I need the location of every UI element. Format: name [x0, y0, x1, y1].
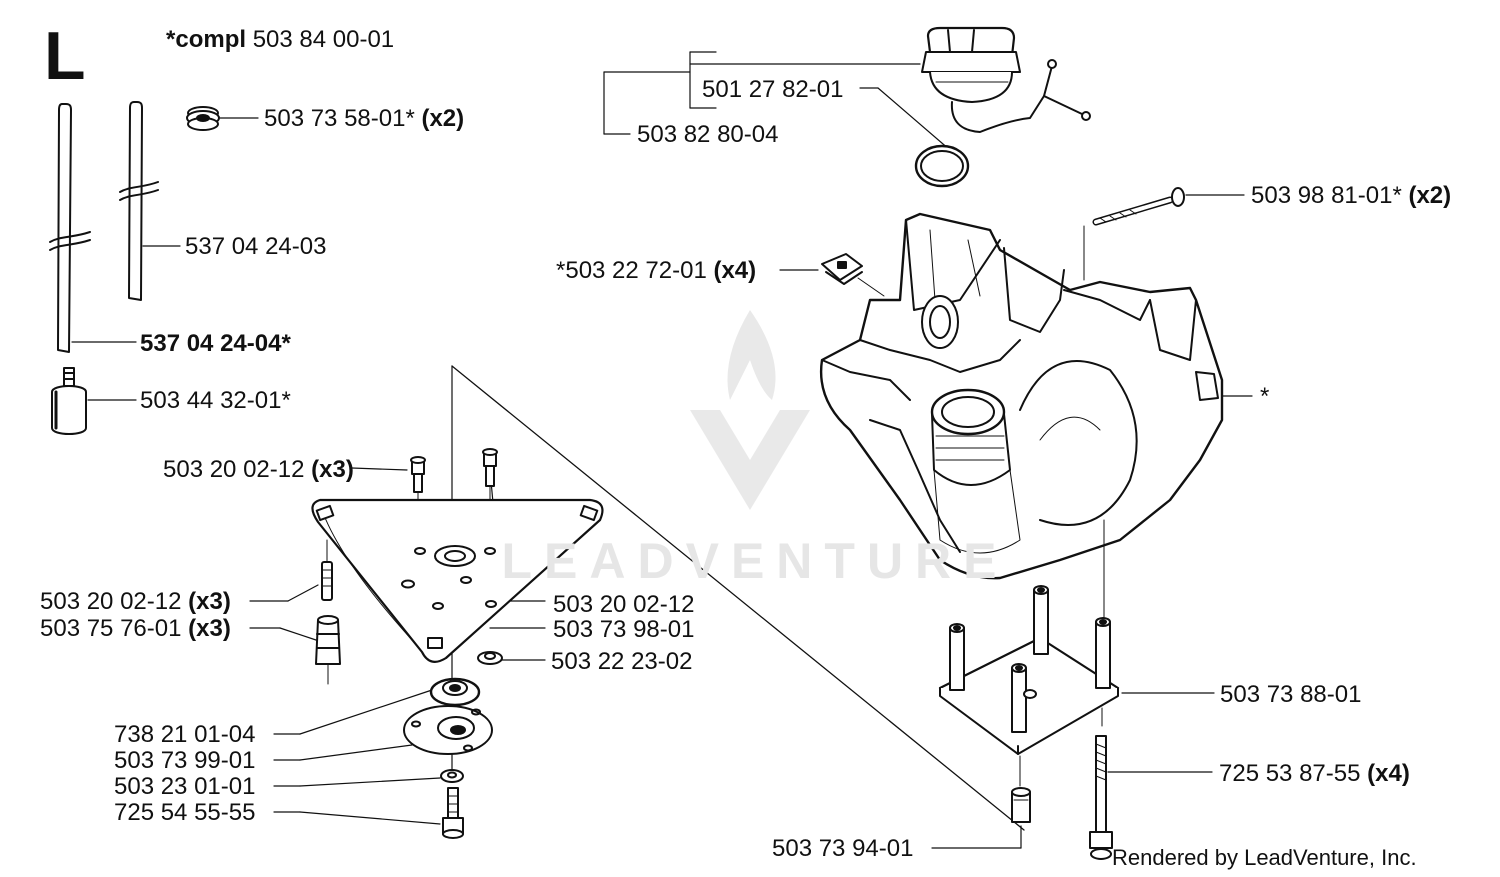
cap-screw: [442, 787, 464, 839]
stud-bolt-left: [321, 539, 333, 601]
part-number: 503 73 99-01: [114, 747, 256, 774]
part-number: 503 73 94-01: [772, 835, 914, 862]
label-503988101[interactable]: 503 98 81-01* (x2): [1251, 183, 1451, 209]
reference-line: [451, 365, 1025, 831]
part-qty: (x4): [713, 257, 757, 284]
label-537042404[interactable]: 537 04 24-04*: [140, 331, 291, 357]
part-number: 503 98 81-01*: [1251, 182, 1402, 209]
part-number: 503 82 80-04: [637, 121, 779, 148]
part-number: *503 22 72-01: [556, 257, 707, 284]
part-qty: (x3): [311, 456, 354, 483]
label-503230101[interactable]: 503 23 01-01: [114, 774, 255, 800]
crankcase-housing: [820, 212, 1253, 619]
label-503739901[interactable]: 503 73 99-01: [114, 748, 255, 774]
label-725545555[interactable]: 725 54 55-55: [114, 800, 255, 826]
label-503443201[interactable]: 503 44 32-01*: [140, 388, 291, 414]
flange-disc: [403, 705, 493, 755]
part-number: 503 73 58-01*: [264, 105, 415, 132]
part-qty: (x3): [188, 615, 231, 642]
label-503739401[interactable]: 503 73 94-01: [772, 836, 913, 862]
triangle-mount-plate: [311, 498, 604, 663]
part-number: 503 75 76-01: [40, 615, 182, 642]
label-503200212-top[interactable]: 503 20 02-12 (x3): [163, 457, 354, 483]
part-number: 537 04 24-04*: [140, 330, 291, 357]
label-503738801[interactable]: 503 73 88-01: [1220, 682, 1361, 708]
part-qty: (x4): [1367, 760, 1410, 787]
mount-stud-2: [1033, 585, 1049, 655]
bearing-part: [429, 677, 481, 707]
label-503739801[interactable]: 503 73 98-01: [553, 617, 694, 643]
part-number: 501 27 82-01: [702, 76, 844, 103]
leadventure-logo-watermark: [690, 310, 810, 510]
washer-lower: [440, 769, 464, 783]
fuel-cap-part: [921, 26, 1091, 133]
part-qty: (x2): [1408, 182, 1452, 209]
label-501278201[interactable]: 501 27 82-01: [702, 77, 843, 103]
part-number: 503 20 02-12: [163, 456, 305, 483]
grommet-part: [186, 106, 220, 131]
leader-lines-cap: [603, 51, 951, 151]
part-number: 503 73 98-01: [553, 616, 695, 643]
section-letter: L: [44, 18, 86, 94]
assembly-prefix: *compl: [166, 26, 247, 53]
fuel-filter-part: [51, 367, 87, 435]
part-number: 725 53 87-55: [1219, 760, 1361, 787]
part-number: 503 20 02-12: [40, 588, 182, 615]
label-503828004[interactable]: 503 82 80-04: [637, 122, 778, 148]
part-number: *: [1260, 383, 1270, 410]
washer-small: [477, 651, 503, 665]
mount-stud-4: [1011, 663, 1037, 733]
label-503757601[interactable]: 503 75 76-01 (x3): [40, 616, 231, 642]
clip-nut-part: [779, 253, 885, 297]
part-number: 503 23 01-01: [114, 773, 256, 800]
fuel-hose-long: [49, 103, 91, 353]
part-number: 503 22 23-02: [551, 648, 693, 675]
label-725538755[interactable]: 725 53 87-55 (x4): [1219, 761, 1410, 787]
cap-gasket-ring: [914, 144, 970, 188]
label-738210104[interactable]: 738 21 01-04: [114, 722, 255, 748]
watermark-text: LEADVENTURE: [501, 533, 1009, 589]
part-number: 503 73 88-01: [1220, 681, 1362, 708]
fuel-hose-short: [119, 101, 159, 301]
part-number: 537 04 24-03: [185, 233, 327, 260]
label-537042403[interactable]: 537 04 24-03: [185, 234, 326, 260]
assembly-number: 503 84 00-01: [252, 26, 395, 53]
part-qty: (x2): [421, 105, 465, 132]
part-number: 503 20 02-12: [553, 591, 695, 618]
label-503735801[interactable]: 503 73 58-01* (x2): [264, 106, 464, 132]
label-crankcase[interactable]: *: [1260, 384, 1269, 410]
label-503200212-stud[interactable]: 503 20 02-12 (x3): [40, 589, 231, 615]
render-credit: Rendered by LeadVenture, Inc.: [1112, 845, 1417, 870]
part-number: 738 21 01-04: [114, 721, 256, 748]
mount-stud-3: [1095, 617, 1111, 689]
part-number: 725 54 55-55: [114, 799, 256, 826]
rubber-bushing-left: [315, 615, 341, 685]
part-number: 503 44 32-01*: [140, 387, 291, 414]
long-bolt-lower: [1089, 707, 1213, 860]
assembly-number-label: *compl 503 84 00-01: [166, 27, 394, 53]
label-503200212-plate[interactable]: 503 20 02-12: [553, 592, 694, 618]
label-503227201[interactable]: *503 22 72-01 (x4): [556, 258, 756, 284]
label-503222302[interactable]: 503 22 23-02: [551, 649, 692, 675]
spacer-sleeve: [931, 755, 1031, 849]
part-qty: (x3): [188, 588, 231, 615]
long-screw-top: [1083, 187, 1245, 281]
mount-stud-1: [949, 623, 965, 691]
